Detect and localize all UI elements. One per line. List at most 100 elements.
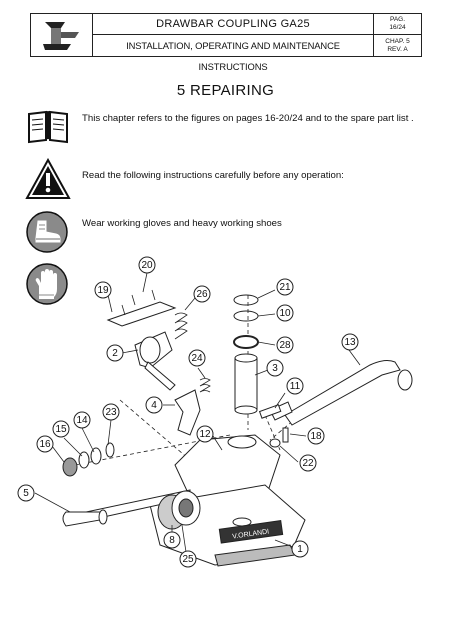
callout-circle: [102, 403, 120, 421]
callout-13: 13: [341, 333, 359, 351]
callout-label: 1: [297, 544, 303, 555]
callout-12: 12: [196, 425, 214, 443]
callout-label: 19: [97, 285, 109, 296]
callout-circle: [196, 425, 214, 443]
bolt: [258, 404, 282, 419]
callout-25: 25: [179, 550, 197, 568]
callout-label: 5: [23, 488, 29, 499]
bushing: [157, 490, 201, 530]
protection-paragraph: Wear working gloves and heavy working sh…: [82, 218, 282, 229]
callout-circle: [36, 435, 54, 453]
right-washers: [269, 427, 289, 448]
callout-label: 2: [112, 348, 118, 359]
ring-stack: [233, 294, 259, 349]
document-header: DRAWBAR COUPLING GA25 INSTALLATION, OPER…: [30, 13, 422, 72]
callout-label: 26: [196, 289, 208, 300]
callout-circle: [266, 359, 284, 377]
glove-icon: [25, 262, 71, 308]
callout-label: 16: [39, 439, 51, 450]
page-label: PAG.: [389, 16, 406, 23]
revision-label: REV. A: [387, 45, 408, 53]
section-title: 5 REPAIRING: [176, 82, 275, 99]
callout-3: 3: [266, 359, 284, 377]
cover-plate: [106, 289, 177, 327]
document-subtitle: INSTALLATION, OPERATING AND MAINTENANCE …: [93, 35, 374, 72]
callout-circle: [188, 349, 206, 367]
callout-2: 2: [106, 344, 124, 362]
callout-circle: [17, 484, 35, 502]
callout-21: 21: [276, 278, 294, 296]
warning-paragraph: Read the following instructions carefull…: [82, 170, 344, 181]
callout-1: 1: [291, 540, 309, 558]
callout-circle: [73, 411, 91, 429]
callout-circle: [145, 396, 163, 414]
callout-circle: [291, 540, 309, 558]
callout-22: 22: [299, 454, 317, 472]
callout-20: 20: [138, 256, 156, 274]
open-book-icon: [25, 106, 71, 152]
callout-26: 26: [193, 285, 211, 303]
callout-circle: [94, 281, 112, 299]
warning-triangle-icon: [25, 157, 71, 204]
safety-shoe-icon: [25, 210, 71, 256]
callout-4: 4: [145, 396, 163, 414]
callout-circle: [193, 285, 211, 303]
callout-label: 4: [151, 400, 157, 411]
company-logo-icon: [43, 22, 79, 50]
callout-circle: [52, 420, 70, 438]
callout-label: 18: [310, 431, 322, 442]
callout-label: 8: [169, 535, 175, 546]
callout-label: 23: [105, 407, 117, 418]
callout-circle: [276, 336, 294, 354]
callout-24: 24: [188, 349, 206, 367]
callout-leaders: [34, 272, 361, 553]
callout-label: 11: [290, 381, 301, 392]
coupling-pin: [234, 353, 258, 415]
callout-circle: [341, 333, 359, 351]
callout-8: 8: [163, 531, 181, 549]
latch: [174, 389, 201, 436]
callout-28: 28: [276, 336, 294, 354]
callout-circle: [276, 304, 294, 322]
callout-label: 3: [272, 363, 278, 374]
callout-label: 20: [141, 260, 153, 271]
coupling-housing: V.ORLANDI: [149, 434, 306, 567]
chapter-label: CHAP. 5: [385, 38, 410, 45]
callout-18: 18: [307, 427, 325, 445]
callout-circle: [106, 344, 124, 362]
callout-label: 25: [182, 554, 194, 565]
left-washers: [62, 442, 115, 477]
callout-11: 11: [286, 377, 304, 395]
page-value: 16/24: [389, 23, 406, 31]
page-number-cell: PAG. 16/24: [374, 14, 421, 35]
chapter-cell: CHAP. 5 REV. A: [374, 35, 421, 56]
callout-label: 12: [199, 429, 211, 440]
callout-circle: [179, 550, 197, 568]
callout-circle: [138, 256, 156, 274]
callout-label: 15: [55, 424, 67, 435]
drawbar-left: [62, 489, 191, 527]
callout-16: 16: [36, 435, 54, 453]
callout-5: 5: [17, 484, 35, 502]
callout-15: 15: [52, 420, 70, 438]
small-spring: [199, 378, 211, 393]
document-title: DRAWBAR COUPLING GA25: [93, 14, 374, 35]
callout-label: 24: [191, 353, 203, 364]
callout-circle: [307, 427, 325, 445]
callout-label: 14: [76, 415, 88, 426]
exploded-parts-diagram: V.ORLANDI: [17, 256, 413, 568]
intro-paragraph: This chapter refers to the figures on pa…: [82, 113, 414, 124]
callout-10: 10: [276, 304, 294, 322]
company-logo: [31, 14, 93, 56]
callout-circle: [163, 531, 181, 549]
callout-circle: [276, 278, 294, 296]
callout-label: 22: [302, 458, 314, 469]
callout-23: 23: [102, 403, 120, 421]
callout-circle: [299, 454, 317, 472]
callout-label: 10: [279, 308, 291, 319]
callout-19: 19: [94, 281, 112, 299]
callout-14: 14: [73, 411, 91, 429]
callout-label: 21: [279, 282, 291, 293]
lever-and-spring: [134, 312, 188, 391]
callout-group: 20 19 26 21 10 2 28 13 24 3 11 4 23 14 15 12 18 16 22 5 8 25 1: [17, 256, 359, 568]
